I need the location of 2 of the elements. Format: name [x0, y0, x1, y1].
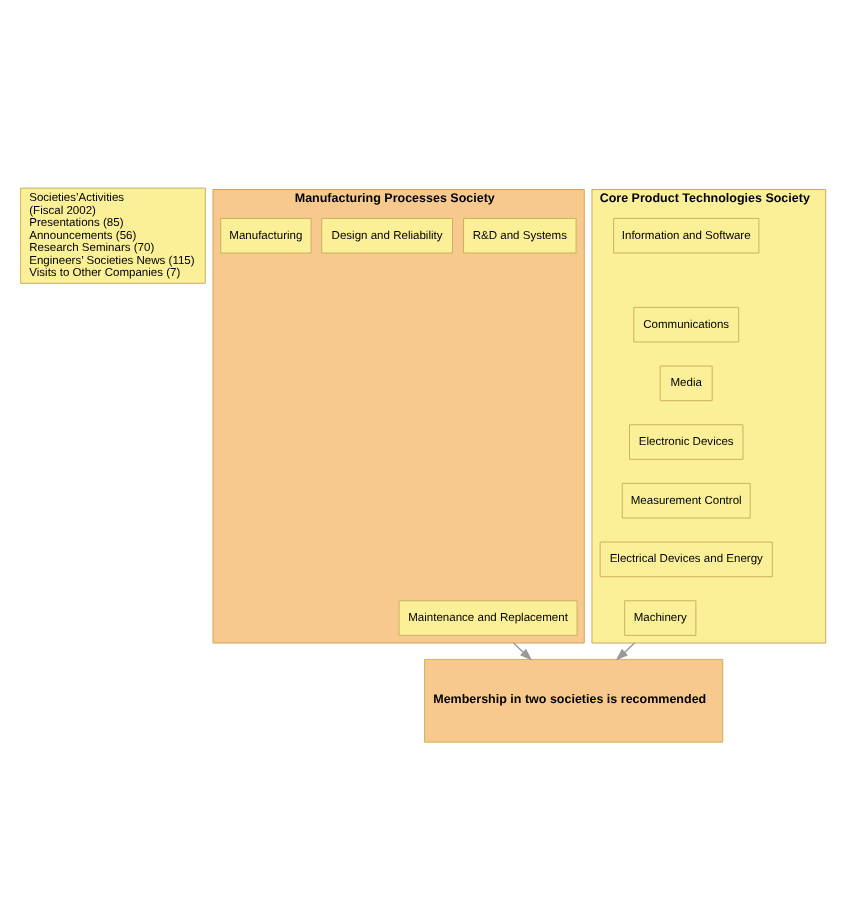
arrow: [615, 642, 636, 661]
arrow: [512, 642, 533, 661]
